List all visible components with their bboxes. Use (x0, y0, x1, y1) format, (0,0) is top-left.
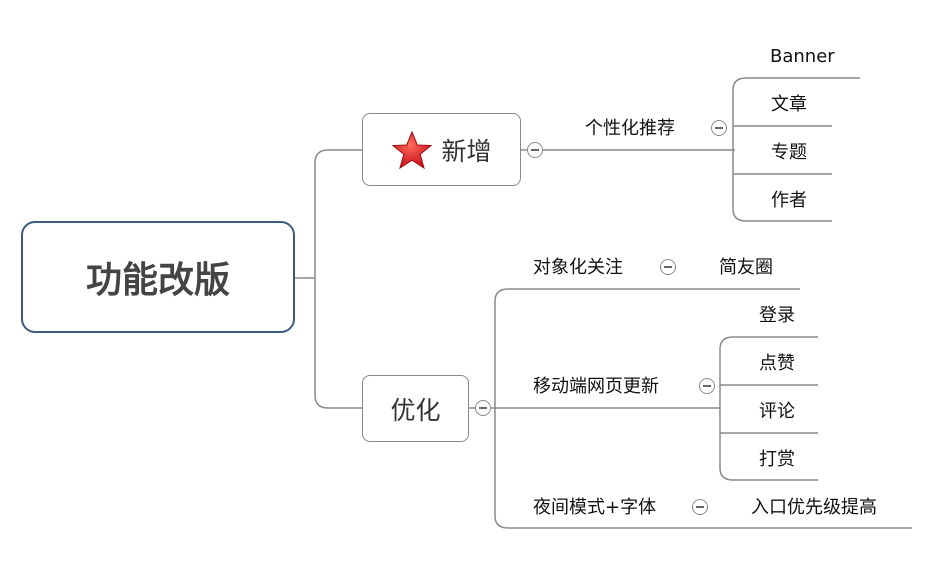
branch-label-optimize: 优化 (390, 395, 441, 425)
node-personalized-recommendation[interactable]: 个性化推荐 (585, 118, 675, 139)
leaf-like[interactable]: 点赞 (759, 353, 795, 374)
branch-label-new: 新增 (441, 136, 492, 166)
leaf-jianyouquan[interactable]: 简友圈 (719, 257, 773, 278)
root-node[interactable]: 功能改版 (21, 221, 295, 333)
collapse-toggle-mobile-web[interactable] (699, 378, 715, 394)
leaf-topic[interactable]: 专题 (771, 142, 807, 163)
leaf-banner[interactable]: Banner (770, 46, 835, 67)
leaf-reward[interactable]: 打赏 (759, 449, 795, 470)
node-mobile-web-update[interactable]: 移动端网页更新 (533, 376, 659, 397)
leaf-author[interactable]: 作者 (771, 190, 807, 211)
leaf-article[interactable]: 文章 (771, 94, 807, 115)
branch-node-new[interactable]: 新增 (362, 113, 521, 186)
node-object-follow[interactable]: 对象化关注 (533, 257, 623, 278)
leaf-entry-priority[interactable]: 入口优先级提高 (751, 497, 877, 518)
leaf-login[interactable]: 登录 (759, 305, 795, 326)
branch-node-optimize[interactable]: 优化 (362, 375, 469, 442)
leaf-comment[interactable]: 评论 (759, 401, 795, 422)
collapse-toggle-optimize[interactable] (475, 400, 491, 416)
root-label: 功能改版 (85, 260, 230, 301)
collapse-toggle-night-mode[interactable] (692, 499, 708, 515)
collapse-toggle-recommendation[interactable] (711, 120, 727, 136)
collapse-toggle-object-follow[interactable] (660, 259, 676, 275)
star-icon (391, 130, 433, 170)
collapse-toggle-new[interactable] (527, 142, 543, 158)
node-night-mode-font[interactable]: 夜间模式+字体 (533, 497, 657, 518)
